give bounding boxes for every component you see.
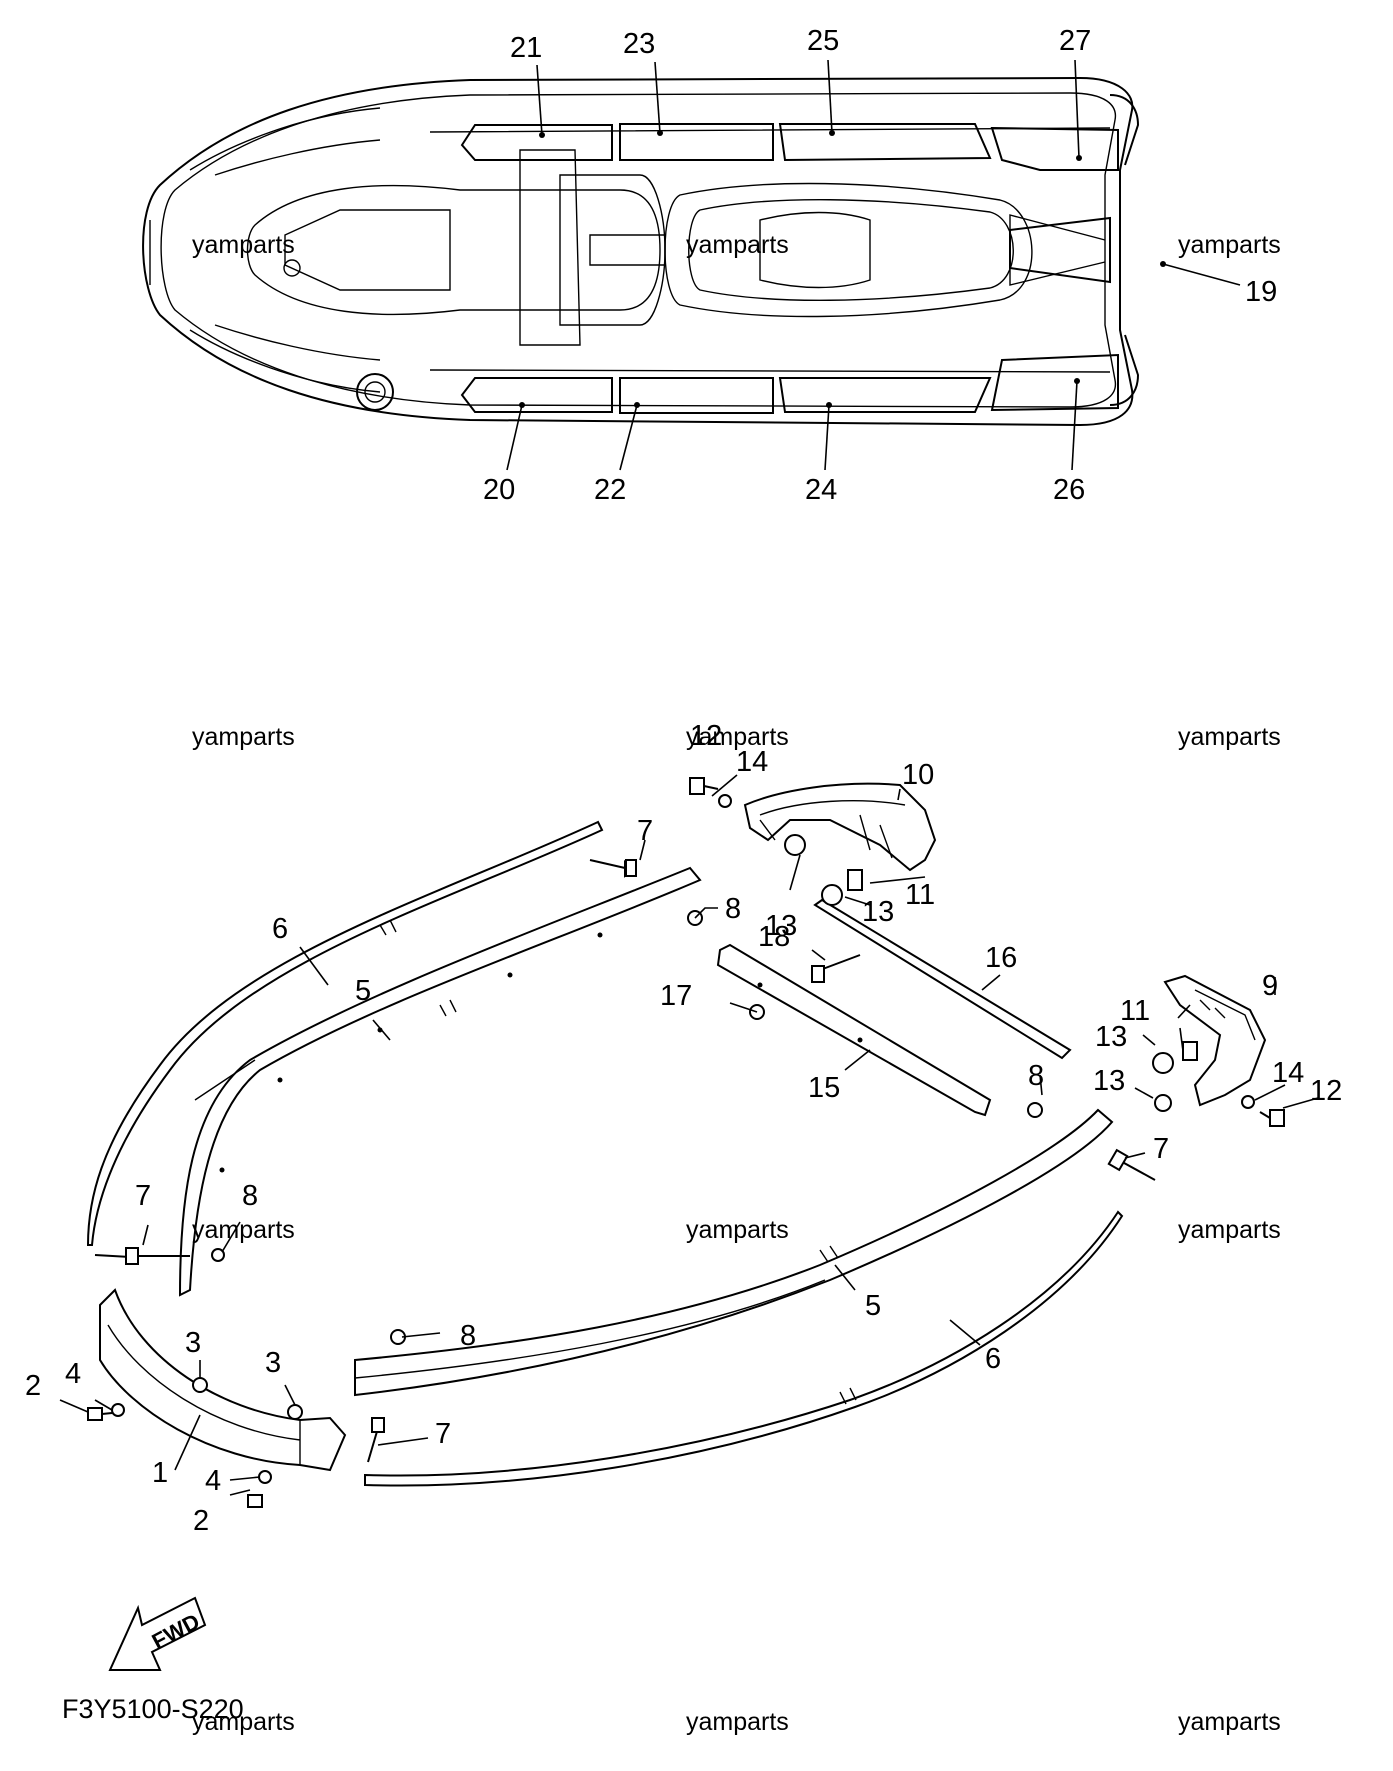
rear-bumper-lower	[1163, 974, 1267, 1107]
callout-25: 25	[807, 25, 839, 57]
callout-5: 5	[355, 975, 371, 1007]
callout-8: 8	[242, 1180, 258, 1212]
bolt-icon	[87, 1407, 113, 1421]
watermark: yamparts	[1178, 723, 1281, 751]
rub-strip-left	[86, 820, 604, 1246]
callout-13: 13	[1095, 1021, 1127, 1053]
bolt-icon	[1259, 1109, 1285, 1127]
watermark: yamparts	[686, 1708, 789, 1736]
callout-14: 14	[1272, 1057, 1304, 1089]
watermark: yamparts	[1178, 1216, 1281, 1244]
callout-13: 13	[862, 896, 894, 928]
callout-labels: 21 23 25 27 19 20 22 24 26 12 14 10 7 8 …	[25, 25, 1342, 1537]
callout-7: 7	[435, 1418, 451, 1450]
fwd-arrow: FWD	[108, 1596, 207, 1671]
bolt-icon	[689, 777, 719, 795]
washer-icon	[718, 794, 732, 808]
callout-20: 20	[483, 474, 515, 506]
watermark: yamparts	[686, 723, 789, 751]
rivet-icon	[589, 859, 637, 878]
bolt-icon	[847, 869, 863, 891]
callout-7: 7	[1153, 1133, 1169, 1165]
callout-5: 5	[865, 1290, 881, 1322]
watermarks: yamparts yamparts yamparts yamparts yamp…	[192, 231, 1281, 1736]
callout-13: 13	[1093, 1065, 1125, 1097]
washer-icon	[1241, 1095, 1255, 1109]
washer-icon	[1027, 1102, 1043, 1118]
callout-12: 12	[690, 720, 722, 752]
callout-13: 13	[765, 910, 797, 942]
hull-top-view	[142, 59, 1241, 471]
nut-icon	[1154, 1094, 1172, 1112]
callout-2: 2	[193, 1505, 209, 1537]
rivet-icon	[94, 1247, 190, 1265]
bolt-icon	[247, 1494, 263, 1508]
callout-24: 24	[805, 474, 837, 506]
gunwale-left	[178, 866, 702, 1297]
watermark: yamparts	[192, 1216, 295, 1244]
bow-bumper	[99, 1288, 347, 1472]
rivet-icon	[811, 954, 861, 983]
gunwale-right	[354, 1108, 1114, 1397]
callout-7: 7	[637, 815, 653, 847]
callout-6: 6	[272, 913, 288, 945]
callout-21: 21	[510, 32, 542, 64]
callout-15: 15	[808, 1072, 840, 1104]
callout-8: 8	[460, 1320, 476, 1352]
grommet-icon	[287, 1404, 303, 1420]
callout-6: 6	[985, 1343, 1001, 1375]
callout-23: 23	[623, 28, 655, 60]
callout-19: 19	[1245, 276, 1277, 308]
callout-17: 17	[660, 980, 692, 1012]
callout-27: 27	[1059, 25, 1091, 57]
watermark: yamparts	[192, 723, 295, 751]
callout-10: 10	[902, 759, 934, 791]
callout-3: 3	[185, 1327, 201, 1359]
callout-4: 4	[205, 1465, 221, 1497]
washer-icon	[258, 1470, 272, 1484]
diagram-code: F3Y5100-S220	[62, 1694, 244, 1724]
callout-26: 26	[1053, 474, 1085, 506]
watermark: yamparts	[686, 231, 789, 259]
callout-7: 7	[135, 1180, 151, 1212]
watermark: yamparts	[1178, 231, 1281, 259]
callout-4: 4	[65, 1358, 81, 1390]
watermark: yamparts	[192, 231, 295, 259]
transom-rail	[716, 943, 992, 1117]
callout-22: 22	[594, 474, 626, 506]
callout-12: 12	[1310, 1075, 1342, 1107]
callout-2: 2	[25, 1370, 41, 1402]
callout-16: 16	[985, 942, 1017, 974]
callout-18: 18	[758, 921, 790, 953]
rivet-icon	[1107, 1148, 1156, 1181]
rear-bumper-upper	[743, 782, 937, 872]
bolt-icon	[1182, 1041, 1198, 1061]
watermark: yamparts	[1178, 1708, 1281, 1736]
callout-8: 8	[1028, 1060, 1044, 1092]
nut-icon	[1152, 1052, 1174, 1074]
transom-strip	[813, 898, 1072, 1060]
callout-1: 1	[152, 1457, 168, 1489]
gunwale-exploded-view: FWD	[59, 774, 1319, 1671]
rivet-icon	[367, 1417, 385, 1463]
callout-11: 11	[905, 879, 935, 911]
grommet-icon	[192, 1377, 208, 1393]
nut-icon	[784, 834, 806, 856]
callout-9: 9	[1262, 970, 1278, 1002]
callout-11: 11	[1120, 995, 1150, 1027]
callout-14: 14	[736, 746, 768, 778]
rub-strip-right	[364, 1210, 1124, 1487]
callout-3: 3	[265, 1347, 281, 1379]
washer-icon	[211, 1248, 225, 1262]
callout-8: 8	[725, 893, 741, 925]
nut-icon	[821, 884, 843, 906]
washer-icon	[111, 1403, 125, 1417]
watermark: yamparts	[192, 1708, 295, 1736]
watermark: yamparts	[686, 1216, 789, 1244]
